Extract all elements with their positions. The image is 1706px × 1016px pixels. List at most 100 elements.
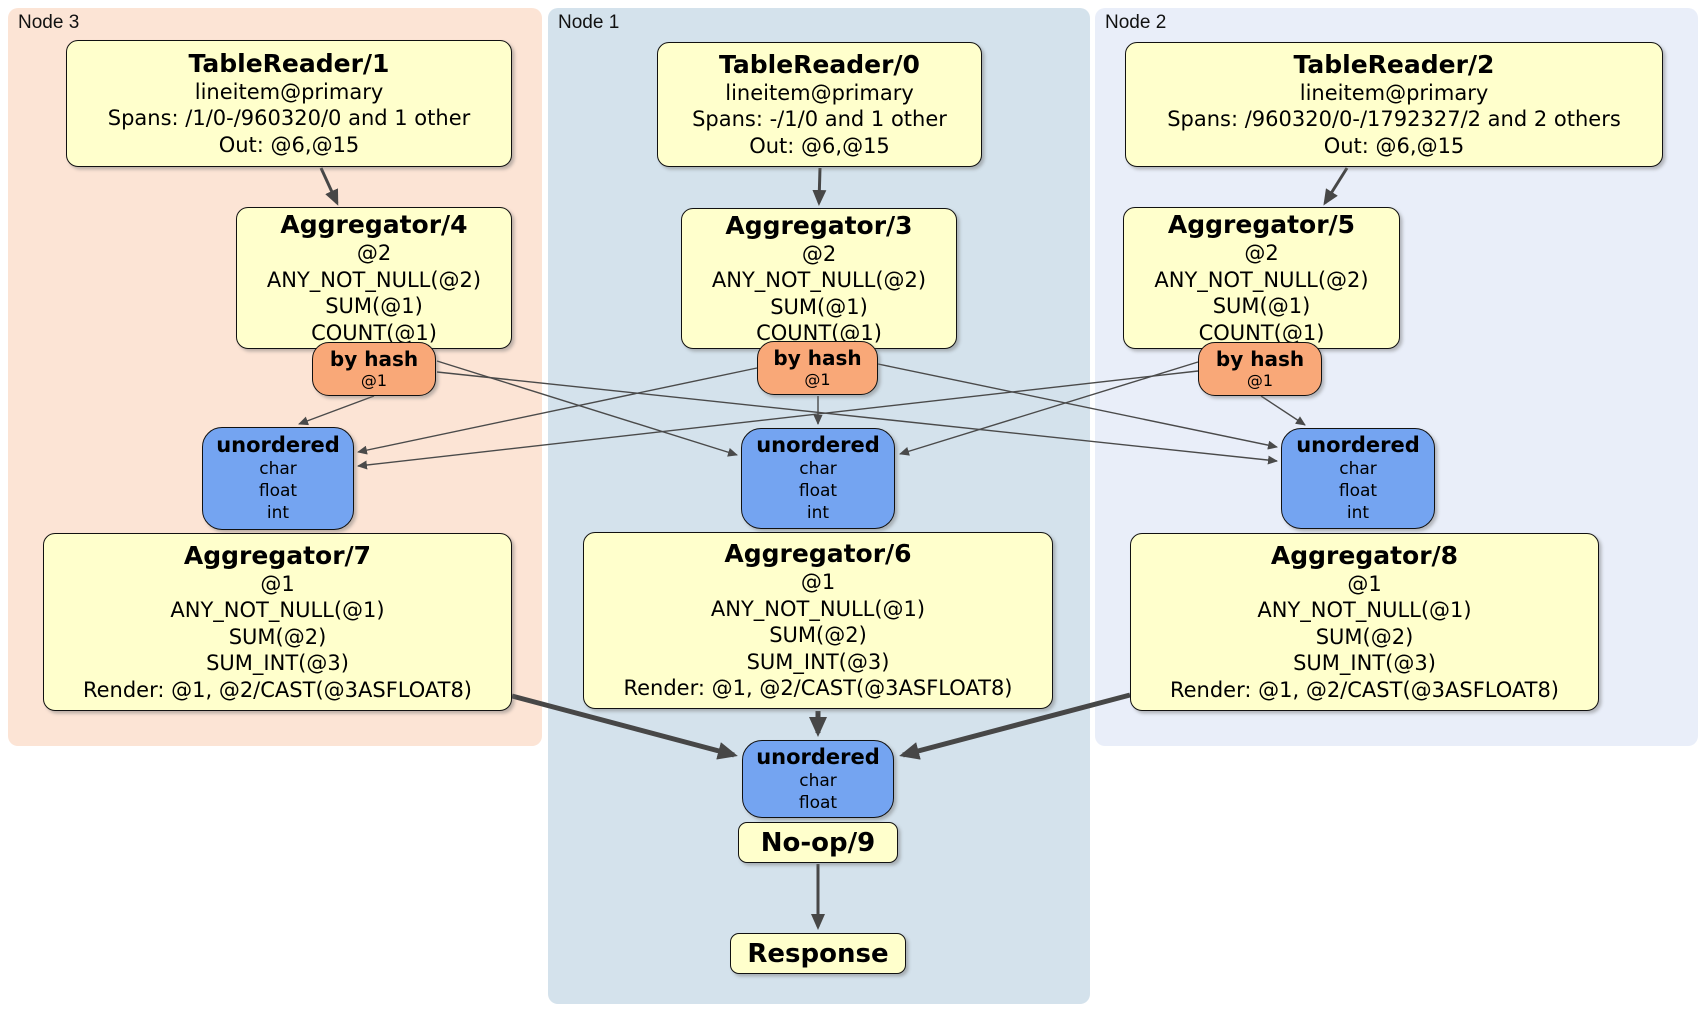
node2-label: Node 2	[1105, 12, 1167, 33]
tablereader-1-box: TableReader/1 lineitem@primary Spans: /1…	[66, 40, 512, 167]
box-line: SUM(@1)	[770, 294, 868, 319]
sync-col: float	[798, 792, 838, 813]
reader-agg-edges	[319, 167, 1349, 930]
box-line: @2	[356, 241, 392, 265]
router-key: @1	[1246, 371, 1274, 390]
unordered-sync-node3: unordered char float int	[202, 427, 354, 530]
hash-router-node1: by hash @1	[757, 341, 878, 395]
aggregator-7-box: Aggregator/7 @1 ANY_NOT_NULL(@1) SUM(@2)…	[43, 533, 512, 711]
box-line: ANY_NOT_NULL(@1)	[1257, 598, 1472, 623]
router-key: @1	[360, 371, 388, 390]
box-line: Out: @6,@15	[749, 133, 890, 158]
aggregator-8-box: Aggregator/8 @1 ANY_NOT_NULL(@1) SUM(@2)…	[1130, 533, 1599, 711]
sync-col: float	[1338, 481, 1378, 501]
sync-title: unordered	[756, 433, 880, 457]
sync-col: char	[1339, 459, 1377, 479]
box-line: @2	[1244, 241, 1279, 265]
box-line: SUM(@2)	[1315, 624, 1414, 649]
edge-router2-sync1	[899, 361, 1199, 456]
edge-router3-sync3	[298, 395, 375, 426]
box-line: Spans: -/1/0 and 1 other	[692, 107, 947, 132]
node3-label: Node 3	[18, 12, 80, 33]
sync-col: int	[266, 503, 290, 523]
edge-router3-sync1	[436, 360, 738, 457]
edge-tr2-agg5	[1323, 167, 1349, 206]
box-line: lineitem@primary	[725, 80, 914, 105]
box-line: lineitem@primary	[1299, 80, 1489, 105]
tablereader-1-title: TableReader/1	[188, 48, 390, 78]
box-line: COUNT(@1)	[1198, 320, 1325, 345]
edge-router2-sync3	[357, 370, 1199, 470]
box-line: @1	[260, 571, 295, 596]
aggregator-3-box: Aggregator/3 @2 ANY_NOT_NULL(@2) SUM(@1)…	[681, 208, 957, 349]
box-line: SUM_INT(@3)	[1293, 651, 1436, 676]
box-line: @1	[800, 570, 836, 595]
box-line: SUM(@1)	[1212, 294, 1311, 318]
edge-tr1-agg4	[319, 167, 339, 206]
box-line: Out: @6,@15	[218, 132, 360, 157]
box-line: ANY_NOT_NULL(@1)	[170, 598, 385, 623]
sync-col: int	[806, 503, 830, 523]
unordered-sync-node1: unordered char float int	[741, 428, 895, 529]
box-line: Spans: /1/0-/960320/0 and 1 other	[107, 106, 471, 131]
aggregator-7-title: Aggregator/7	[183, 540, 372, 570]
box-line: SUM(@1)	[325, 294, 423, 318]
edge-router1-sync3	[357, 367, 758, 455]
final-merge-edges	[511, 692, 1131, 760]
box-line: Render: @1, @2/CAST(@3ASFLOAT8)	[1169, 677, 1560, 702]
aggregator-3-title: Aggregator/3	[725, 210, 913, 240]
tablereader-2-box: TableReader/2 lineitem@primary Spans: /9…	[1125, 42, 1663, 167]
aggregator-6-title: Aggregator/6	[724, 539, 912, 569]
box-line: SUM(@2)	[769, 623, 867, 648]
noop-box: No-op/9	[738, 822, 898, 863]
box-line: Render: @1, @2/CAST(@3ASFLOAT8)	[82, 677, 473, 702]
sync-col: int	[1346, 503, 1370, 523]
box-line: Out: @6,@15	[1323, 133, 1465, 158]
edge-router2-sync2	[1260, 395, 1306, 426]
box-line: @2	[801, 241, 837, 266]
router-title: by hash	[1215, 347, 1305, 371]
box-line: Spans: /960320/0-/1792327/2 and 2 others	[1167, 107, 1621, 132]
edge-router3-sync2	[436, 371, 1278, 465]
edge-agg7-finalsync	[511, 693, 738, 760]
unordered-sync-final: unordered char float	[742, 740, 894, 818]
tablereader-0-box: TableReader/0 lineitem@primary Spans: -/…	[657, 42, 982, 167]
edge-tr0-agg3	[812, 167, 827, 206]
box-line: @1	[1347, 571, 1382, 596]
box-line: COUNT(@1)	[311, 320, 437, 345]
sync-col: float	[798, 481, 838, 501]
hash-router-node2: by hash @1	[1198, 342, 1322, 396]
box-line: lineitem@primary	[194, 79, 384, 104]
aggregator-6-box: Aggregator/6 @1 ANY_NOT_NULL(@1) SUM(@2)…	[583, 532, 1053, 709]
aggregator-4-box: Aggregator/4 @2 ANY_NOT_NULL(@2) SUM(@1)…	[236, 207, 512, 349]
node1-label: Node 1	[558, 12, 620, 33]
hash-stream-edges	[298, 360, 1306, 470]
edge-router1-sync2	[877, 363, 1278, 450]
router-title: by hash	[329, 347, 419, 371]
sync-col: char	[259, 459, 297, 479]
box-line: ANY_NOT_NULL(@2)	[266, 267, 482, 292]
box-line: ANY_NOT_NULL(@2)	[711, 268, 927, 292]
aggregator-8-title: Aggregator/8	[1270, 540, 1459, 570]
aggregator-4-title: Aggregator/4	[280, 210, 468, 239]
tablereader-2-title: TableReader/2	[1293, 49, 1495, 79]
sync-title: unordered	[1296, 433, 1420, 457]
sync-title: unordered	[216, 433, 340, 457]
response-title: Response	[747, 938, 889, 969]
sync-col: char	[799, 459, 837, 479]
noop-title: No-op/9	[760, 827, 876, 858]
box-line: Render: @1, @2/CAST(@3ASFLOAT8)	[623, 676, 1013, 701]
router-key: @1	[804, 370, 831, 389]
unordered-sync-node2: unordered char float int	[1281, 428, 1435, 529]
hash-router-node3: by hash @1	[312, 342, 436, 396]
aggregator-5-box: Aggregator/5 @2 ANY_NOT_NULL(@2) SUM(@1)…	[1123, 207, 1400, 349]
edge-agg8-finalsync	[899, 692, 1131, 760]
sync-title: unordered	[756, 744, 880, 769]
sync-col: float	[258, 481, 298, 501]
box-line: ANY_NOT_NULL(@1)	[710, 596, 926, 621]
response-box: Response	[730, 933, 906, 974]
aggregator-5-title: Aggregator/5	[1167, 210, 1356, 239]
box-line: SUM_INT(@3)	[206, 651, 349, 676]
